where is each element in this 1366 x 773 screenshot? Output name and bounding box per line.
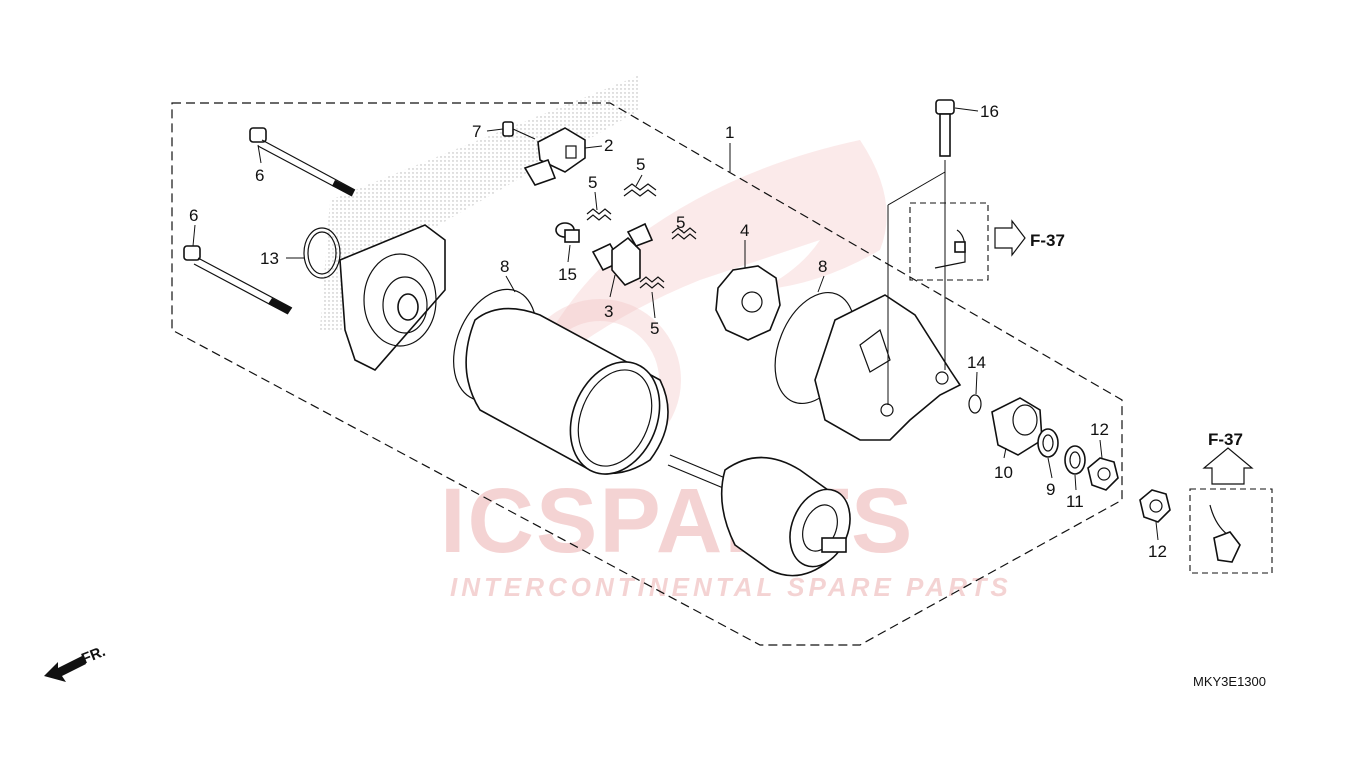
nut-12-b [1139,489,1171,523]
callout-3: 3 [604,302,613,321]
watermark-tagline: INTERCONTINENTAL SPARE PARTS [450,572,1012,602]
assembly-outline [171,102,1123,646]
callout-4: 4 [740,221,749,240]
callout-2: 2 [604,136,613,155]
screw-15 [555,222,580,243]
callout-7: 7 [472,122,481,141]
callout-5-b: 5 [588,173,597,192]
seal-9 [1037,428,1059,458]
callout-5-a: 5 [636,155,645,174]
bolt-16 [887,99,955,405]
callout-10: 10 [994,463,1013,482]
brush-terminal-2 [523,127,586,186]
terminal-connector [1213,531,1241,563]
callout-16: 16 [980,102,999,121]
callout-12-b: 12 [1148,542,1167,561]
callout-14: 14 [967,353,986,372]
callout-8-b: 8 [818,257,827,276]
callout-5-c: 5 [676,213,685,232]
callout-numbers: 1 2 3 4 5 5 5 5 6 6 7 8 8 9 10 11 12 12 … [189,102,1167,561]
leader-lines [192,107,1159,541]
ref-arrow-up [1202,447,1254,485]
motor-yoke [465,307,669,475]
callout-6-b: 6 [189,206,198,225]
front-arrow-icon [44,656,86,682]
ref-label-bottom: F-37 [1208,430,1243,449]
ref-arrow-right [994,219,1026,257]
wing-logo-watermark [520,140,887,390]
front-indicator: FR. [44,643,108,682]
callout-6-a: 6 [255,166,264,185]
washer-11 [1064,445,1086,475]
washer-14 [968,394,982,414]
spring-5-a [623,183,657,197]
spring-5-d [639,276,665,289]
brush-set-3 [591,222,654,286]
callout-9: 9 [1046,480,1055,499]
terminal-ref-box-right [909,202,989,281]
callout-12-a: 12 [1090,420,1109,439]
ref-label-right: F-37 [1030,231,1065,250]
callout-11: 11 [1066,492,1084,511]
callout-8-a: 8 [500,257,509,276]
spring-5-b [586,208,612,221]
bolt-6-lower [183,245,293,315]
armature [667,454,851,577]
bolt-6-upper [249,127,356,197]
o-ring-13 [303,227,341,279]
terminal-ref-box-bottom [1189,488,1273,574]
front-cover [339,224,446,371]
front-label: FR. [79,643,108,668]
callout-1: 1 [725,123,734,142]
bushing-10 [991,397,1043,456]
callout-13: 13 [260,249,279,268]
nut-12-a [1087,457,1119,491]
callout-5-d: 5 [650,319,659,338]
spring-5-c [671,227,697,240]
callout-15: 15 [558,265,577,284]
damper-4 [715,265,781,341]
diagram-code: MKY3E1300 [1193,674,1266,689]
